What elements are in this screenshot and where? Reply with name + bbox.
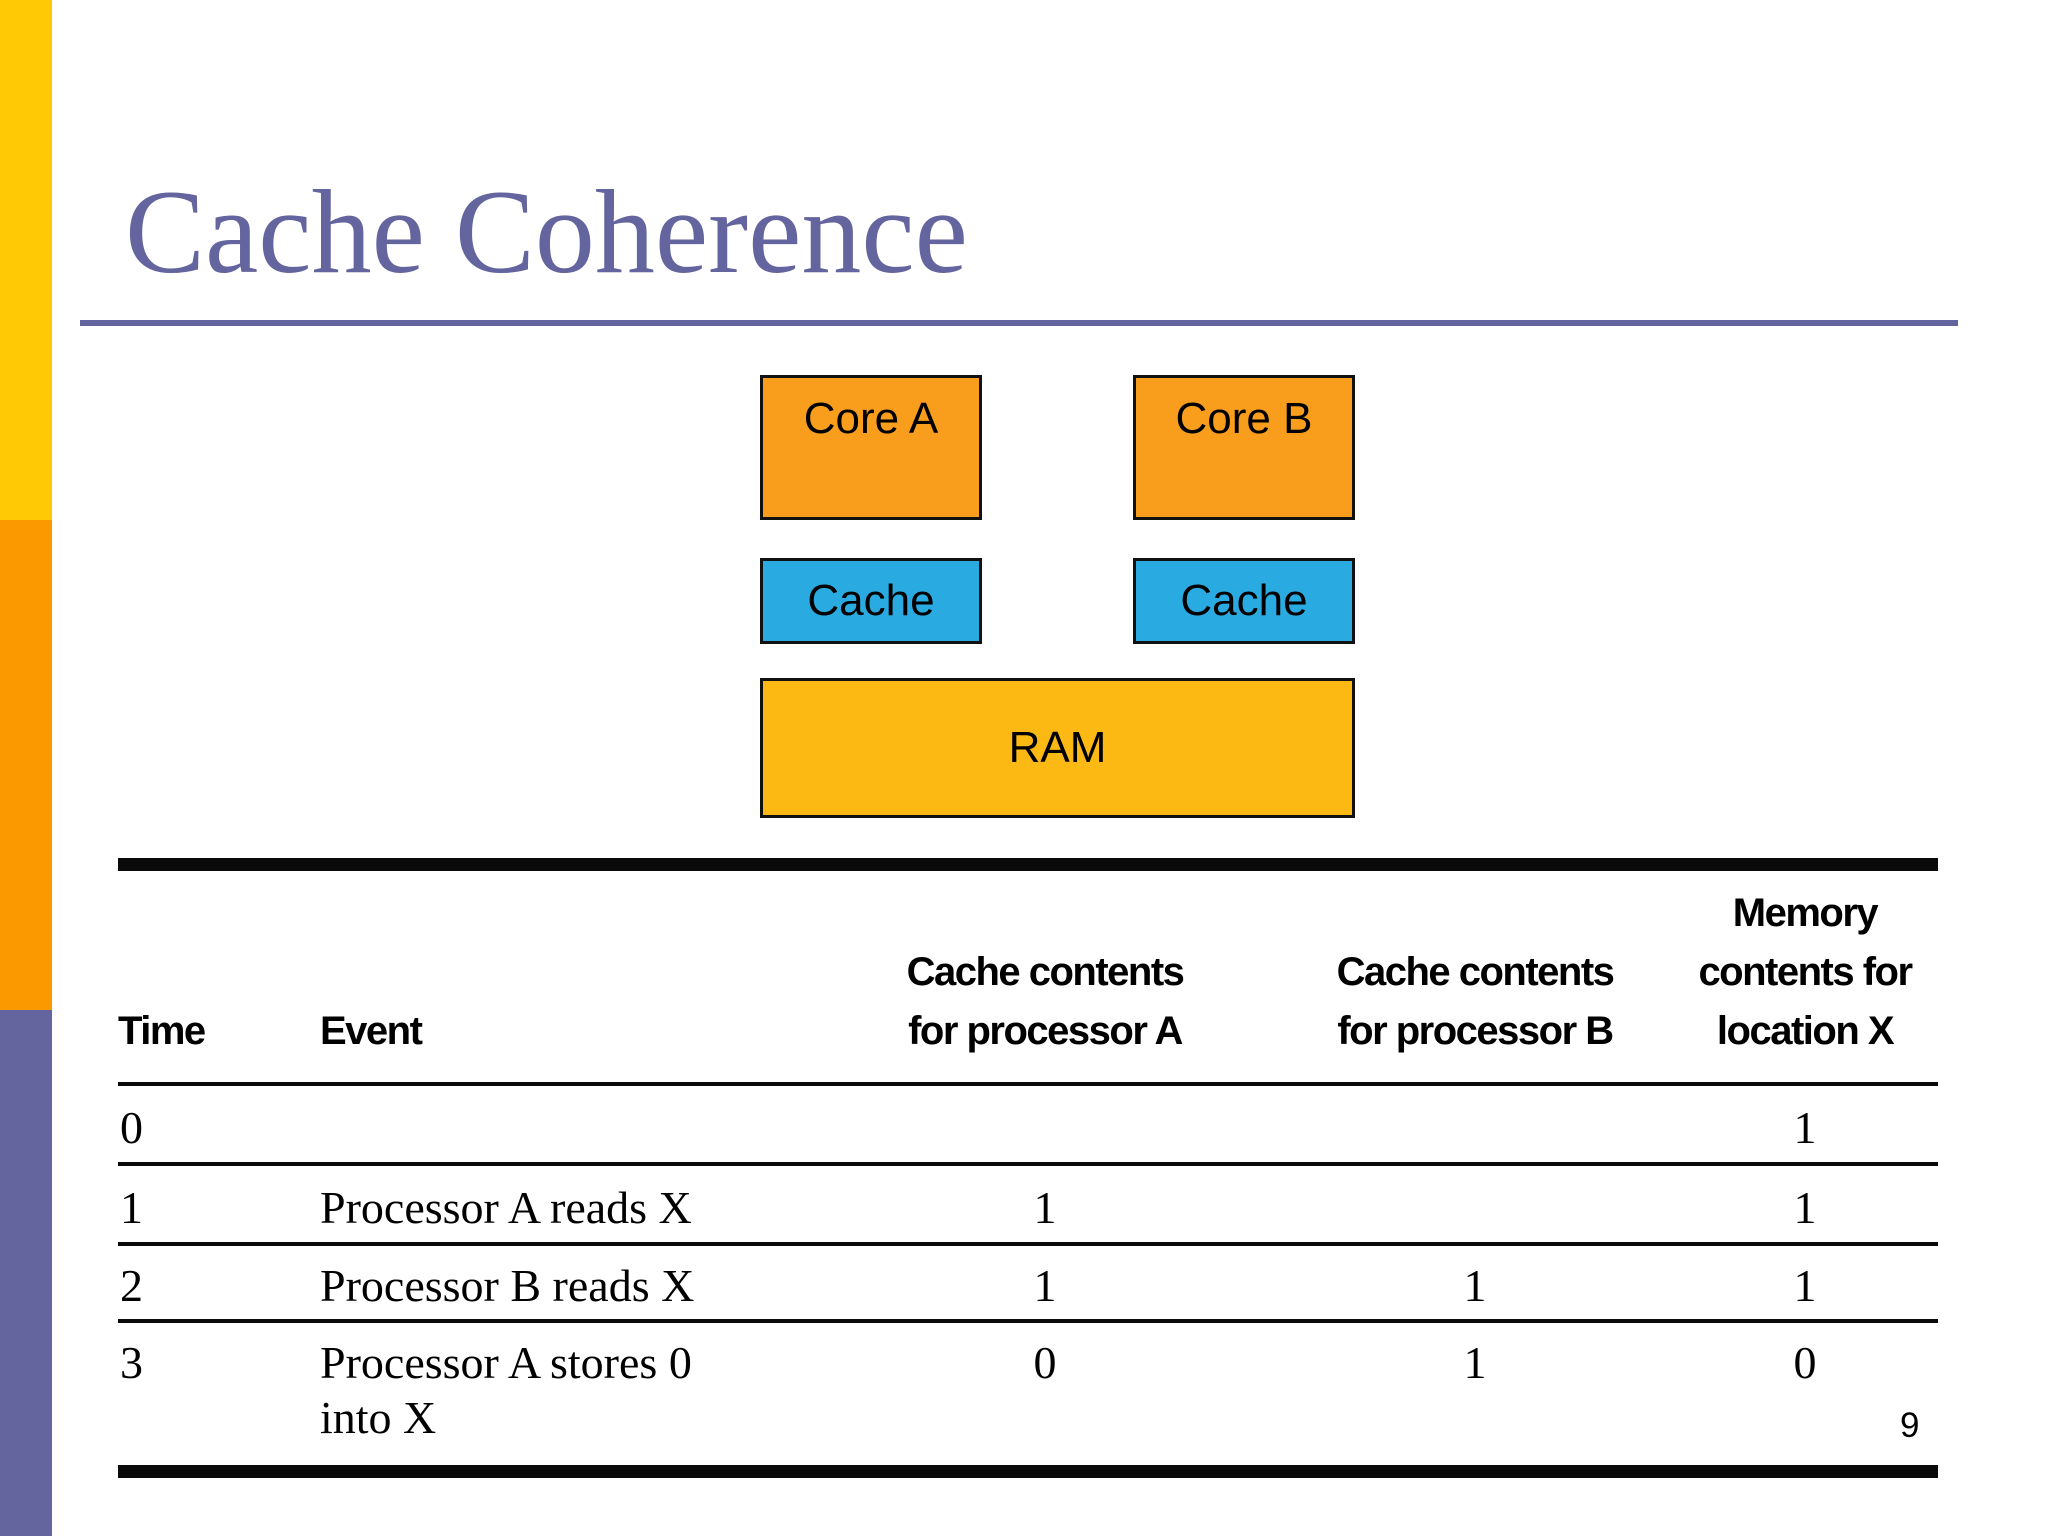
cell-memory-2: 1 [1793,1260,1817,1311]
header-cache-b-line1: Cache contents [1336,950,1615,994]
cache-a-label: Cache [807,576,935,625]
sidebar-orange-segment [0,520,52,1010]
header-event: Event [320,1009,423,1053]
cell-time-1: 1 [120,1182,143,1233]
sidebar-yellow-segment [0,0,52,520]
cache-a-box: Cache [760,558,982,644]
ram-box: RAM [760,678,1355,818]
core-b-box: Core B [1133,375,1355,520]
ram-label: RAM [1008,723,1107,772]
cell-memory-1: 1 [1793,1182,1817,1233]
header-memory-contents: Memory contents for location X [1655,884,1955,1061]
cell-event-3-line1: Processor A stores 0 [320,1337,692,1388]
cache-b-label: Cache [1180,576,1308,625]
cell-cache-b-2: 1 [1463,1260,1487,1311]
title-underline [80,320,1958,326]
table-row0-rule [118,1162,1938,1166]
header-memory-line1: Memory [1732,891,1879,935]
cell-event-1: Processor A reads X [320,1182,692,1233]
slide-title: Cache Coherence [125,165,968,298]
core-a-label: Core A [803,394,939,443]
header-cache-b-line2: for processor B [1337,1009,1614,1053]
core-a-box: Core A [760,375,982,520]
header-memory-line2: contents for [1698,950,1913,994]
table-row2-rule [118,1319,1938,1323]
cell-event-2: Processor B reads X [320,1260,695,1311]
cache-b-box: Cache [1133,558,1355,644]
cell-cache-b-3: 1 [1463,1337,1487,1388]
cell-event-3: Processor A stores 0 into X [320,1335,692,1445]
table-header-rule [118,1082,1938,1086]
cell-memory-3: 0 [1793,1337,1817,1388]
header-cache-a-line1: Cache contents [906,950,1185,994]
header-memory-line3: location X [1716,1009,1895,1053]
table-bottom-rule [118,1465,1938,1478]
header-cache-contents-b: Cache contents for processor B [1325,943,1625,1061]
header-time: Time [118,1009,206,1053]
cell-cache-a-2: 1 [1033,1260,1057,1311]
cell-time-2: 2 [120,1260,143,1311]
table-row1-rule [118,1242,1938,1246]
cell-cache-a-1: 1 [1033,1182,1057,1233]
cell-time-3: 3 [120,1337,143,1388]
core-b-label: Core B [1175,394,1313,443]
table-top-rule [118,858,1938,871]
cell-memory-0: 1 [1793,1102,1817,1153]
page-number: 9 [1900,1406,1920,1445]
header-cache-contents-a: Cache contents for processor A [895,943,1195,1061]
cell-event-3-line2: into X [320,1392,437,1443]
cell-cache-a-3: 0 [1033,1337,1057,1388]
cell-time-0: 0 [120,1102,143,1153]
header-cache-a-line2: for processor A [908,1009,1183,1053]
sidebar-purple-segment [0,1010,52,1536]
